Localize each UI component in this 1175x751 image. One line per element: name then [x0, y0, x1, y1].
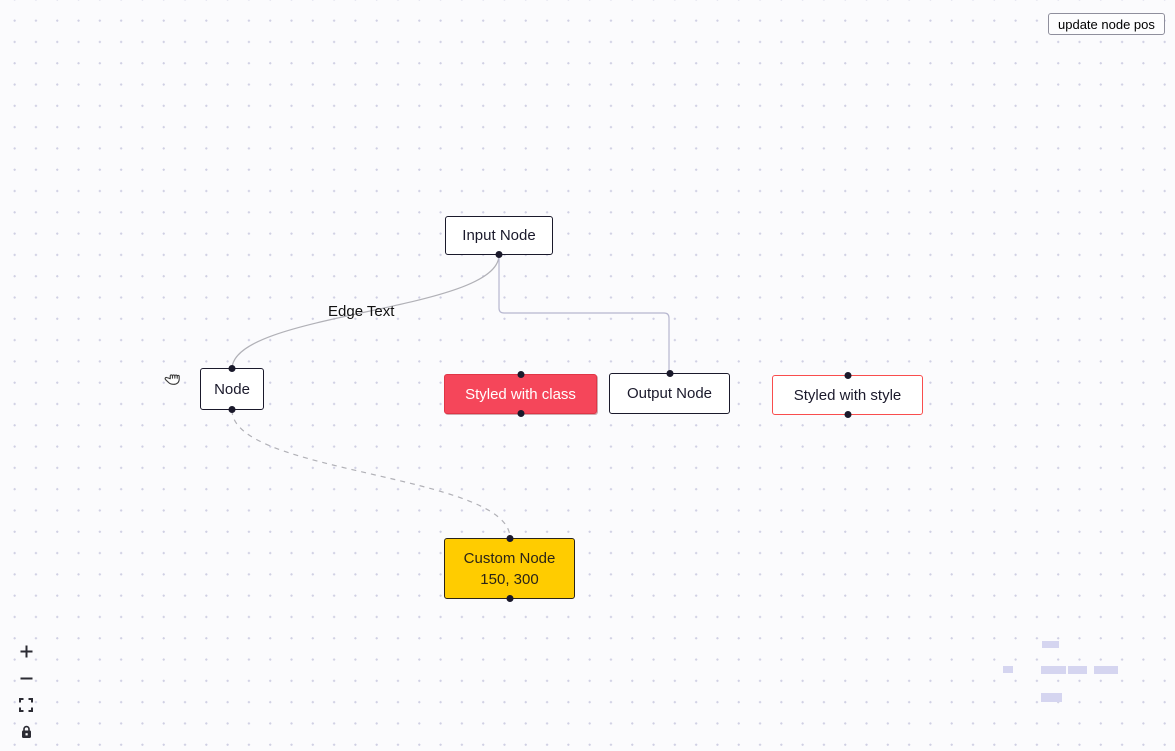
minimap-node-default	[1003, 666, 1013, 673]
node-default[interactable]: Node	[200, 365, 264, 413]
edge-label: Edge Text	[328, 303, 395, 320]
minimap-node-styled-with-class	[1041, 666, 1066, 674]
flow-controls	[13, 638, 39, 746]
node-output[interactable]: Output Node	[609, 370, 730, 414]
node-styled-with-class[interactable]: Styled with class	[444, 371, 597, 417]
handle-target-top[interactable]	[517, 371, 524, 378]
zoom-in-button[interactable]	[13, 638, 39, 664]
node-custom-coordinates: 150, 300	[480, 570, 539, 588]
node-styled-with-style-label: Styled with style	[793, 386, 902, 404]
handle-source-bottom[interactable]	[506, 595, 513, 602]
lock-icon	[21, 725, 31, 738]
node-custom-label: Custom Node	[463, 549, 556, 567]
edge-input-to-output[interactable]	[498, 255, 670, 373]
edge-input-to-node[interactable]	[231, 254, 500, 370]
node-styled-with-style[interactable]: Styled with style	[772, 372, 923, 418]
minimap-node-input	[1042, 641, 1059, 648]
node-input[interactable]: Input Node	[445, 216, 553, 258]
update-node-pos-button[interactable]: update node pos	[1048, 13, 1165, 35]
zoom-out-button[interactable]	[13, 665, 39, 691]
handle-source-bottom[interactable]	[495, 251, 503, 258]
handle-target-top[interactable]	[666, 370, 673, 377]
edge-node-to-custom[interactable]	[231, 409, 511, 539]
minimap[interactable]	[975, 586, 1175, 736]
grab-hand-cursor-icon	[164, 374, 180, 385]
handle-source-bottom[interactable]	[844, 411, 851, 418]
minimap-node-custom	[1041, 693, 1062, 702]
handle-target-top[interactable]	[506, 535, 513, 542]
minus-icon	[20, 677, 32, 679]
node-default-label: Node	[214, 380, 250, 398]
handle-target-top[interactable]	[228, 365, 236, 372]
lock-button[interactable]	[13, 719, 39, 745]
plus-icon	[20, 645, 32, 657]
fit-view-icon	[19, 698, 33, 712]
minimap-node-styled-with-style	[1094, 666, 1118, 674]
node-custom[interactable]: Custom Node 150, 300	[444, 535, 575, 602]
fit-view-button[interactable]	[13, 692, 39, 718]
minimap-node-output	[1068, 666, 1087, 674]
node-input-label: Input Node	[462, 227, 536, 244]
node-output-label: Output Node	[626, 385, 713, 402]
handle-source-bottom[interactable]	[228, 406, 236, 413]
handle-source-bottom[interactable]	[517, 410, 524, 417]
node-styled-with-class-label: Styled with class	[465, 385, 576, 403]
handle-target-top[interactable]	[844, 372, 851, 379]
